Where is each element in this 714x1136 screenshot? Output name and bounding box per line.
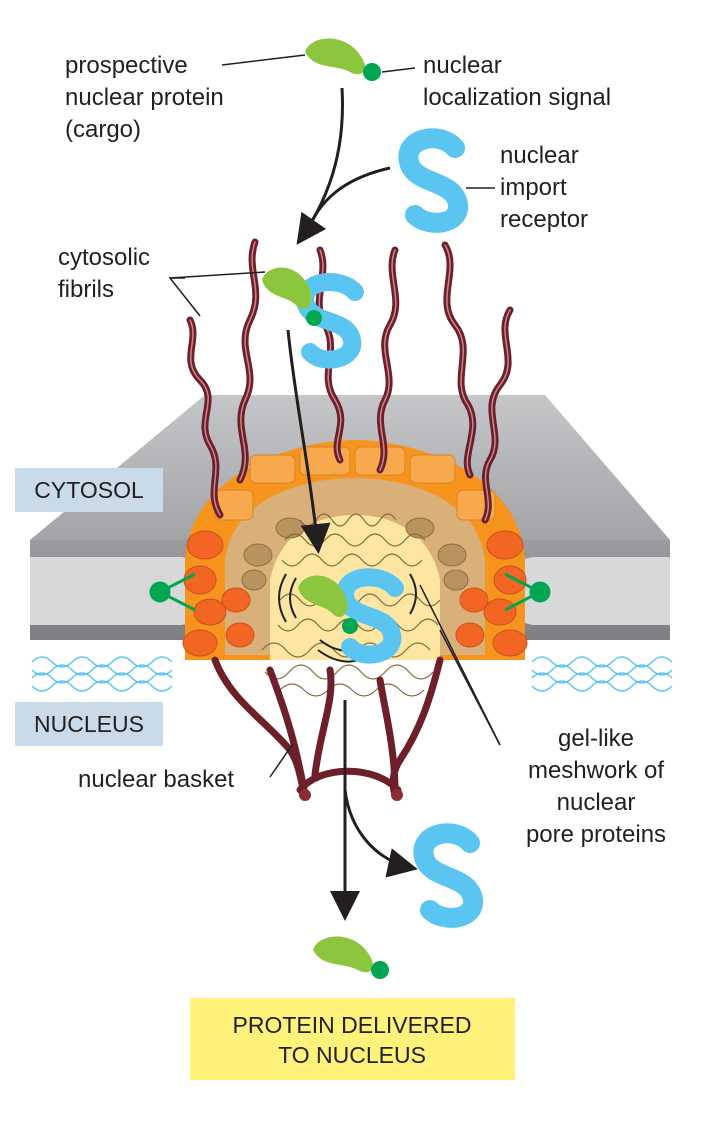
basket-label: nuclear basket — [78, 766, 234, 793]
nucleus-tag: NUCLEUS — [15, 702, 163, 746]
leader-lines — [168, 54, 501, 778]
nuclear-basket — [211, 656, 444, 799]
fibrils-label: cytosolic fibrils — [58, 244, 150, 303]
svg-text:nuclear: nuclear — [500, 142, 579, 169]
svg-text:pore proteins: pore proteins — [526, 821, 666, 848]
delivered-cargo-icon — [313, 936, 389, 979]
cargo-label: prospective nuclear protein (cargo) — [65, 52, 224, 143]
meshwork-label: gel-like meshwork of nuclear pore protei… — [526, 725, 666, 848]
svg-text:nuclear: nuclear — [423, 52, 502, 79]
result-line-1: PROTEIN DELIVERED — [233, 1012, 472, 1038]
nuclear-lamina-right — [531, 656, 673, 692]
svg-text:localization signal: localization signal — [423, 84, 611, 111]
svg-text:gel-like: gel-like — [558, 725, 634, 752]
svg-text:nuclear protein: nuclear protein — [65, 84, 224, 111]
cargo-receptor-complex — [262, 267, 364, 369]
pore-anchor-right — [504, 572, 551, 612]
cargo-receptor-in-pore — [298, 568, 404, 664]
nucleus-label: NUCLEUS — [34, 711, 144, 737]
svg-text:import: import — [500, 174, 567, 201]
svg-text:(cargo): (cargo) — [65, 116, 141, 143]
svg-text:fibrils: fibrils — [58, 276, 114, 303]
svg-text:meshwork of: meshwork of — [528, 757, 664, 784]
nuclear-pore-complex-icon — [182, 440, 528, 697]
nls-label: nuclear localization signal — [423, 52, 611, 111]
import-receptor-icon — [398, 128, 468, 233]
cargo-protein-icon — [305, 38, 381, 81]
result-box: PROTEIN DELIVERED TO NUCLEUS — [190, 998, 515, 1080]
nuclear-lamina-left — [31, 656, 173, 692]
result-line-2: TO NUCLEUS — [278, 1042, 426, 1068]
envelope-right — [476, 540, 670, 640]
receptor-label: nuclear import receptor — [500, 142, 588, 233]
released-receptor-icon — [413, 823, 483, 928]
svg-text:nuclear basket: nuclear basket — [78, 766, 234, 793]
svg-text:prospective: prospective — [65, 52, 188, 79]
import-arrows — [286, 87, 418, 921]
cytosol-label: CYTOSOL — [34, 477, 144, 503]
svg-text:receptor: receptor — [500, 206, 588, 233]
cytosol-tag: CYTOSOL — [15, 468, 163, 512]
svg-text:nuclear: nuclear — [557, 789, 636, 816]
pore-anchor-left — [149, 572, 196, 612]
svg-text:cytosolic: cytosolic — [58, 244, 150, 271]
